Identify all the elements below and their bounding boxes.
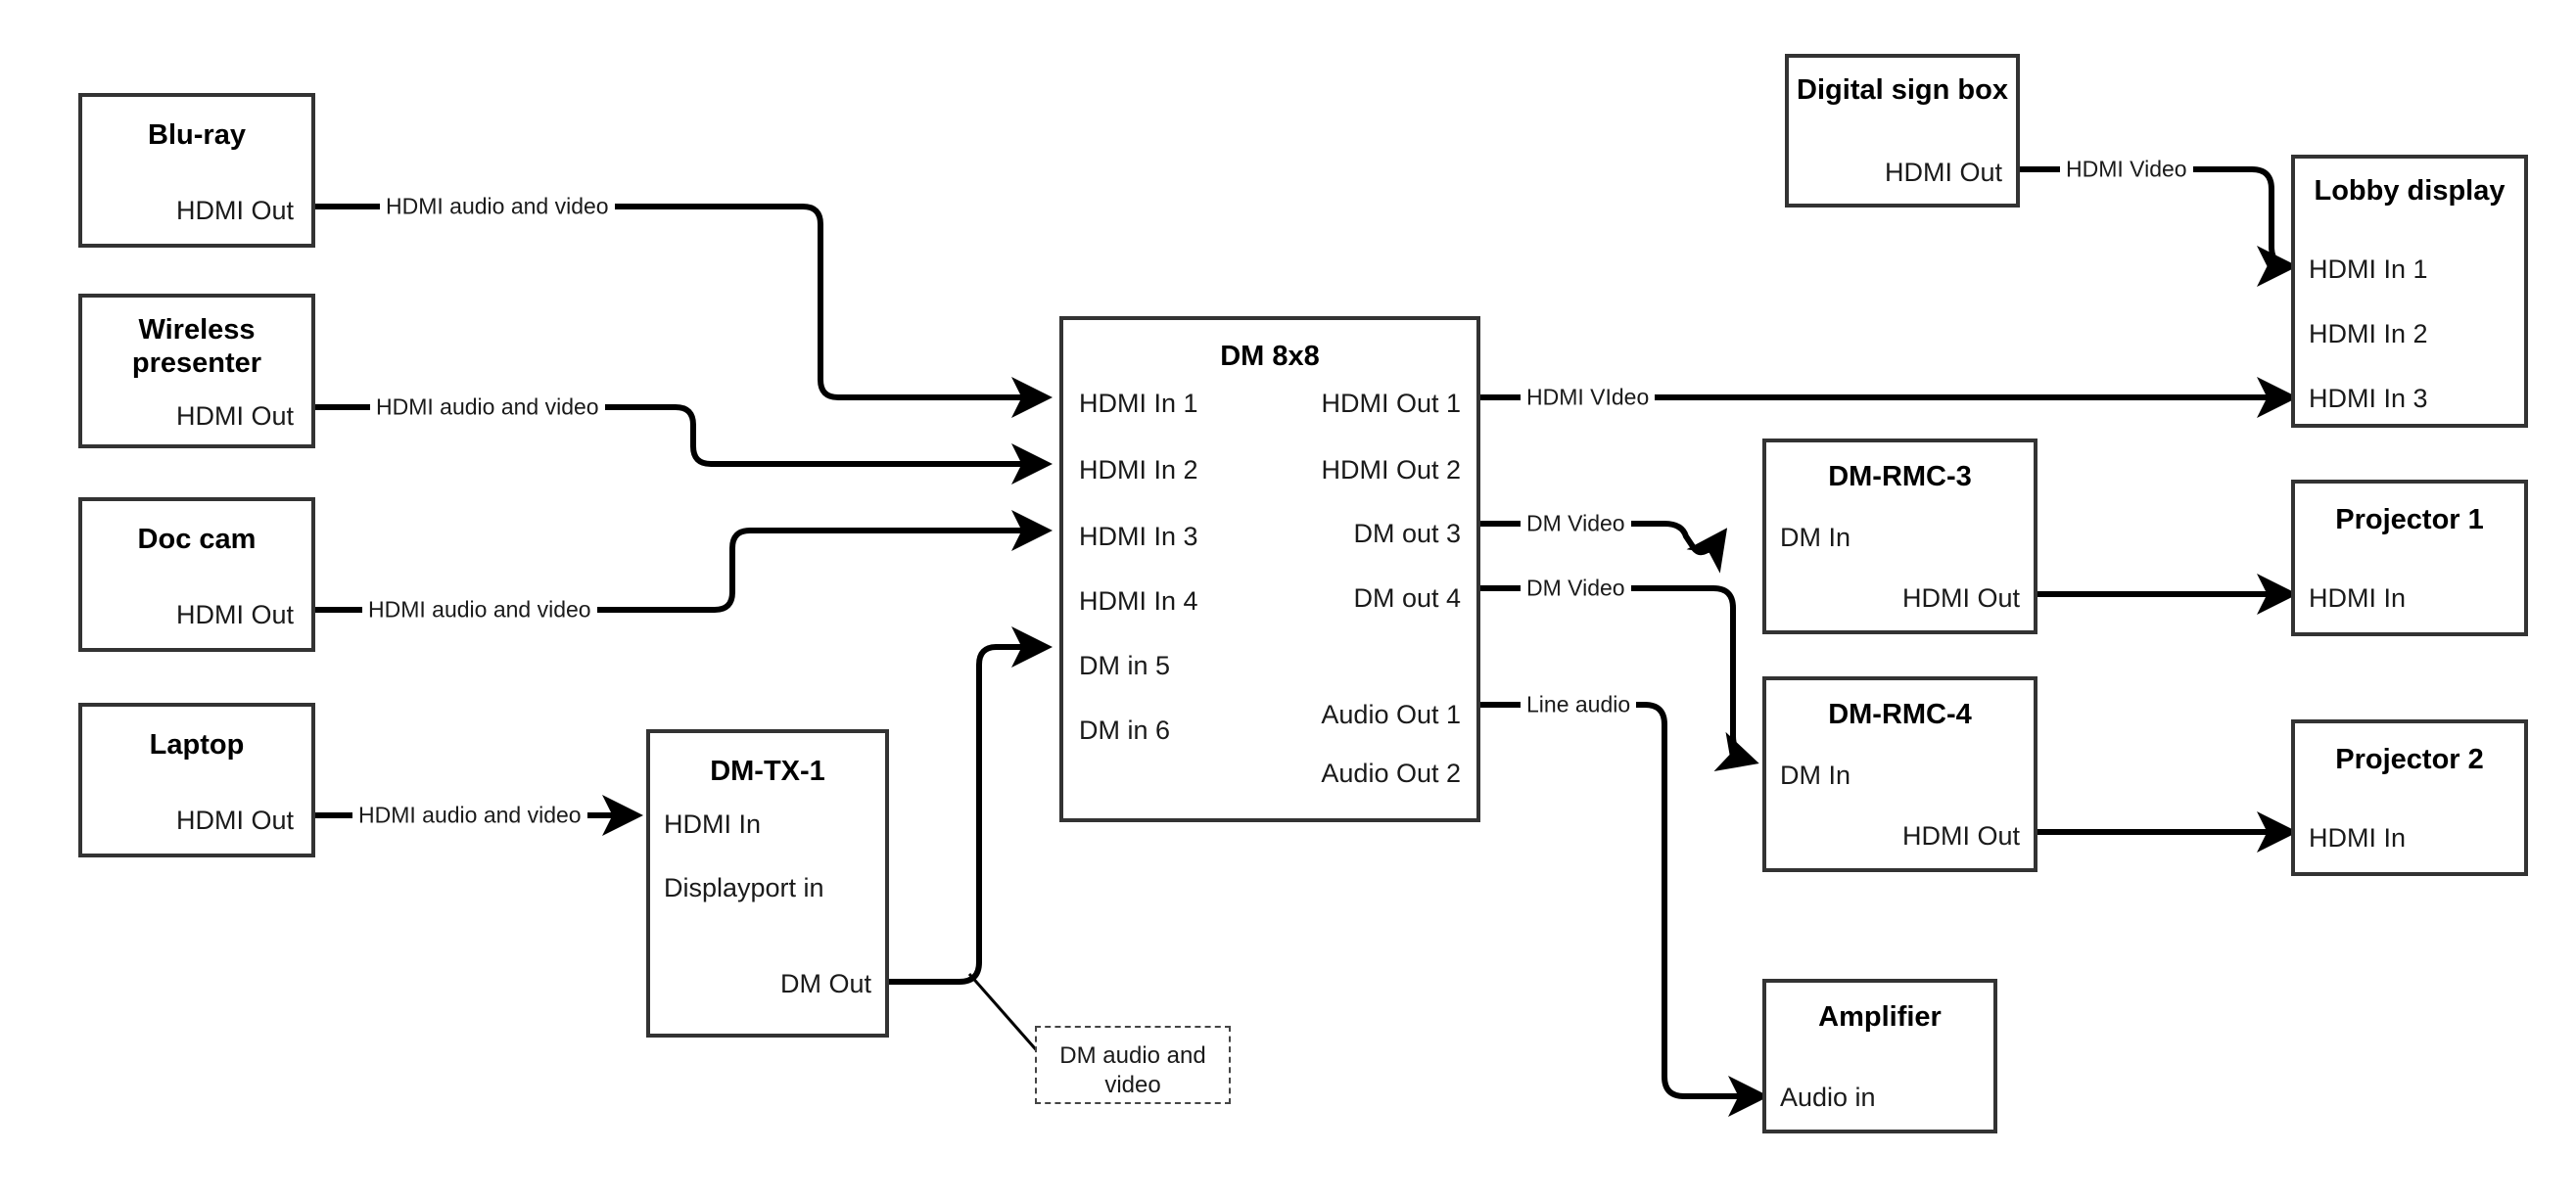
node-dm-tx-1-title: DM-TX-1 [710, 756, 825, 787]
node-dm-rmc-4-port-dm-in: DM In [1780, 761, 1851, 790]
wire-wireless-to-hdmi-in-2 [315, 404, 1053, 485]
wire-bluray-to-hdmi-in-1 [315, 204, 1053, 418]
node-doc-cam[interactable]: Doc cam HDMI Out [78, 497, 315, 652]
node-dm-8x8-output-dm-out-4: DM out 4 [1353, 583, 1461, 613]
node-dm-tx-1-port-hdmi-in: HDMI In [664, 809, 762, 839]
wire-dmtx1-to-dm-in-5 [889, 626, 1053, 985]
edge-label-bluray-to-in1: HDMI audio and video [380, 195, 615, 218]
wire-doccam-to-hdmi-in-3 [315, 510, 1053, 613]
edge-label-wireless-to-in2: HDMI audio and video [370, 395, 605, 419]
node-lobby-display[interactable]: Lobby display HDMI In 1 HDMI In 2 HDMI I… [2291, 155, 2528, 428]
node-dm-8x8-output-dm-out-3: DM out 3 [1353, 519, 1461, 548]
node-dm-rmc-3-port-hdmi-out: HDMI Out [1901, 583, 2020, 613]
note-dm-audio-and-video: DM audio and video [1035, 1026, 1231, 1104]
node-dm-8x8-input-hdmi-in-1: HDMI In 1 [1079, 389, 1198, 418]
node-dm-8x8-output-audio-out-1: Audio Out 1 [1321, 700, 1461, 729]
node-bluray-title: Blu-ray [148, 119, 246, 151]
node-bluray[interactable]: Blu-ray HDMI Out [78, 93, 315, 248]
node-dm-8x8-output-audio-out-2: Audio Out 2 [1321, 759, 1461, 788]
node-dm-8x8-title: DM 8x8 [1220, 341, 1320, 372]
node-laptop-title: Laptop [149, 729, 245, 761]
node-wireless-presenter[interactable]: Wireless presenter HDMI Out [78, 294, 315, 448]
node-dm-rmc-3-title: DM-RMC-3 [1828, 461, 1972, 492]
node-dm-rmc-4-port-hdmi-out: HDMI Out [1901, 821, 2020, 851]
edge-label-laptop-to-dmtx1: HDMI audio and video [352, 804, 587, 827]
node-bluray-port-hdmi-out: HDMI Out [175, 196, 294, 225]
node-dm-8x8-input-dm-in-5: DM in 5 [1079, 651, 1171, 680]
node-projector-1-title: Projector 1 [2335, 504, 2484, 535]
node-amplifier-port-audio-in: Audio in [1780, 1083, 1876, 1112]
leader-line-dm-audio-video-note [967, 973, 1043, 1056]
edge-label-dmout4-to-rmc4: DM Video [1521, 577, 1631, 600]
node-dm-8x8-output-hdmi-out-2: HDMI Out 2 [1321, 455, 1461, 485]
node-doc-cam-port-hdmi-out: HDMI Out [175, 600, 294, 629]
node-dm-8x8-input-hdmi-in-3: HDMI In 3 [1079, 522, 1198, 551]
node-wireless-presenter-port-hdmi-out: HDMI Out [175, 401, 294, 431]
node-digital-sign-box-title: Digital sign box [1797, 74, 2008, 106]
node-doc-cam-title: Doc cam [137, 524, 257, 555]
node-dm-rmc-3-port-dm-in: DM In [1780, 523, 1851, 552]
edge-label-hdmiout1-to-lobby: HDMI VIdeo [1521, 386, 1656, 409]
node-lobby-display-title: Lobby display [2314, 175, 2506, 207]
node-dm-8x8-input-hdmi-in-4: HDMI In 4 [1079, 586, 1198, 616]
edge-label-audioout1-to-amp: Line audio [1521, 693, 1637, 716]
node-dm-tx-1-port-displayport-in: Displayport in [664, 873, 824, 902]
node-dm-rmc-4[interactable]: DM-RMC-4 DM In HDMI Out [1762, 676, 2037, 872]
wire-audio-out-1-to-amplifier [1480, 702, 1769, 1117]
wire-digitalsign-to-lobby-hdmi-in-1 [2020, 166, 2298, 287]
node-lobby-display-port-hdmi-in-2: HDMI In 2 [2309, 319, 2428, 348]
edge-label-dmout3-to-rmc3: DM Video [1521, 512, 1631, 535]
wire-dm-out-3-to-dmrmc3 [1480, 521, 1728, 574]
wire-dm-out-4-to-dmrmc4 [1480, 585, 1759, 772]
node-amplifier[interactable]: Amplifier Audio in [1762, 979, 1997, 1133]
node-projector-1-port-hdmi-in: HDMI In [2309, 583, 2407, 613]
node-dm-tx-1[interactable]: DM-TX-1 HDMI In Displayport in DM Out [646, 729, 889, 1038]
node-digital-sign-box[interactable]: Digital sign box HDMI Out [1785, 54, 2020, 208]
node-dm-rmc-3[interactable]: DM-RMC-3 DM In HDMI Out [1762, 439, 2037, 634]
node-laptop-port-hdmi-out: HDMI Out [175, 806, 294, 835]
node-wireless-presenter-title: Wireless presenter [131, 314, 262, 380]
node-dm-rmc-4-title: DM-RMC-4 [1828, 699, 1972, 730]
note-dm-audio-and-video-text: DM audio and video [1059, 1042, 1206, 1098]
node-projector-2-port-hdmi-in: HDMI In [2309, 823, 2407, 853]
node-lobby-display-port-hdmi-in-3: HDMI In 3 [2309, 384, 2428, 413]
edge-label-sign-to-lobby: HDMI Video [2060, 158, 2193, 181]
node-dm-8x8-input-hdmi-in-2: HDMI In 2 [1079, 455, 1198, 485]
edge-label-doccam-to-in3: HDMI audio and video [362, 598, 597, 622]
node-dm-tx-1-port-dm-out: DM Out [779, 969, 871, 998]
node-dm-8x8-input-dm-in-6: DM in 6 [1079, 716, 1171, 745]
node-projector-2-title: Projector 2 [2335, 744, 2484, 775]
node-projector-2[interactable]: Projector 2 HDMI In [2291, 719, 2528, 876]
node-laptop[interactable]: Laptop HDMI Out [78, 703, 315, 857]
node-amplifier-title: Amplifier [1818, 1001, 1942, 1033]
node-projector-1[interactable]: Projector 1 HDMI In [2291, 480, 2528, 636]
node-digital-sign-box-port-hdmi-out: HDMI Out [1884, 158, 2002, 187]
node-dm-8x8-output-hdmi-out-1: HDMI Out 1 [1321, 389, 1461, 418]
node-lobby-display-port-hdmi-in-1: HDMI In 1 [2309, 254, 2428, 284]
node-dm-8x8[interactable]: DM 8x8 HDMI In 1 HDMI In 2 HDMI In 3 HDM… [1059, 316, 1480, 822]
